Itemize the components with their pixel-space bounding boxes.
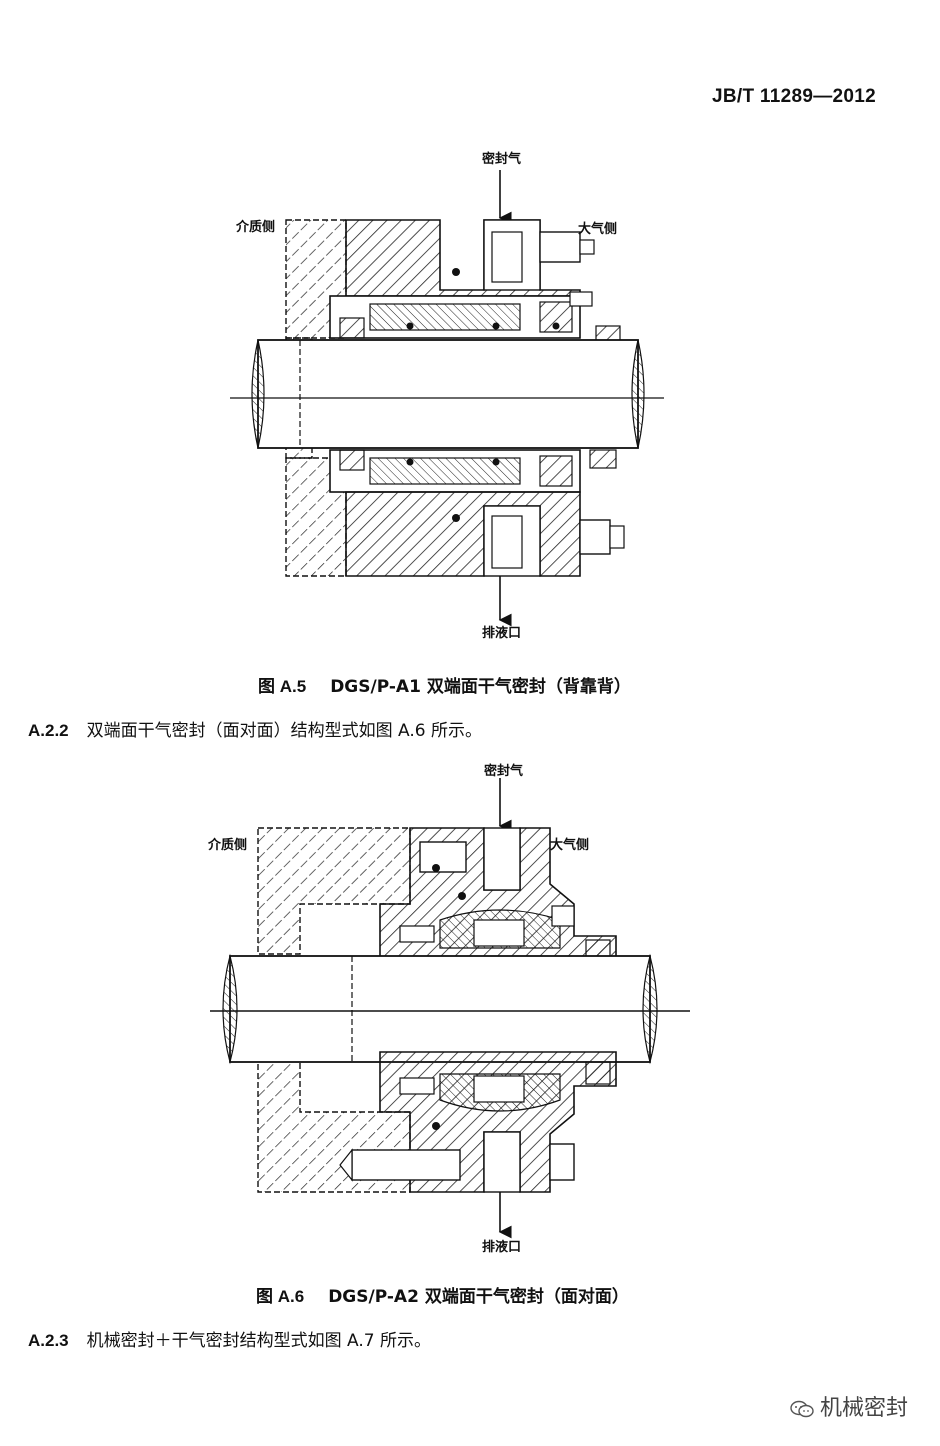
shaft xyxy=(229,955,651,1063)
drain-label: 排液口 xyxy=(482,1240,522,1255)
standard-code: JB/T 11289—2012 xyxy=(711,86,876,107)
shaft xyxy=(257,339,639,449)
medium-side-label: 介质侧 xyxy=(208,838,248,853)
figure-a6-caption: 图 A.6 DGS/P-A2 双端面干气密封（面对面） xyxy=(256,1282,629,1307)
figure-a6-title: DGS/P-A2 双端面干气密封（面对面） xyxy=(328,1287,629,1307)
figure-a6-number: 图 A.6 xyxy=(256,1287,305,1306)
section-number: A.2.3 xyxy=(28,1331,69,1350)
wechat-icon xyxy=(790,1400,814,1418)
figure-a5-number: 图 A.5 xyxy=(258,677,307,696)
seal-housing-lower xyxy=(345,491,581,577)
figure-a6: 密封气 介质侧 大气侧 排液口 xyxy=(0,760,940,1260)
paragraph-text: 双端面干气密封（面对面）结构型式如图 A.6 所示。 xyxy=(86,721,482,741)
figure-a5: 密封气 介质侧 大气侧 排液口 xyxy=(0,140,940,660)
section-number: A.2.2 xyxy=(28,721,69,740)
medium-side-housing-upper xyxy=(257,827,411,955)
drain-label: 排液口 xyxy=(482,626,522,641)
atmosphere-side-bolt xyxy=(539,231,581,263)
paragraph-a-2-2: A.2.2 双端面干气密封（面对面）结构型式如图 A.6 所示。 xyxy=(28,716,482,741)
paragraph-a-2-3: A.2.3 机械密封＋干气密封结构型式如图 A.7 所示。 xyxy=(28,1326,431,1351)
figure-a5-caption: 图 A.5 DGS/P-A1 双端面干气密封（背靠背） xyxy=(258,672,631,697)
medium-side-label: 介质侧 xyxy=(236,220,276,235)
seal-gas-label: 密封气 xyxy=(484,764,524,779)
atmosphere-side-label: 大气侧 xyxy=(550,838,590,853)
watermark: 机械密封 xyxy=(790,1390,908,1422)
figure-a6-drawing xyxy=(210,778,690,1239)
atmosphere-side-label: 大气侧 xyxy=(578,222,618,237)
figure-a5-drawing xyxy=(230,170,664,627)
seal-gas-label: 密封气 xyxy=(482,152,522,167)
watermark-text: 机械密封 xyxy=(820,1396,909,1421)
paragraph-text: 机械密封＋干气密封结构型式如图 A.7 所示。 xyxy=(86,1331,431,1351)
figure-a5-title: DGS/P-A1 双端面干气密封（背靠背） xyxy=(330,677,631,697)
